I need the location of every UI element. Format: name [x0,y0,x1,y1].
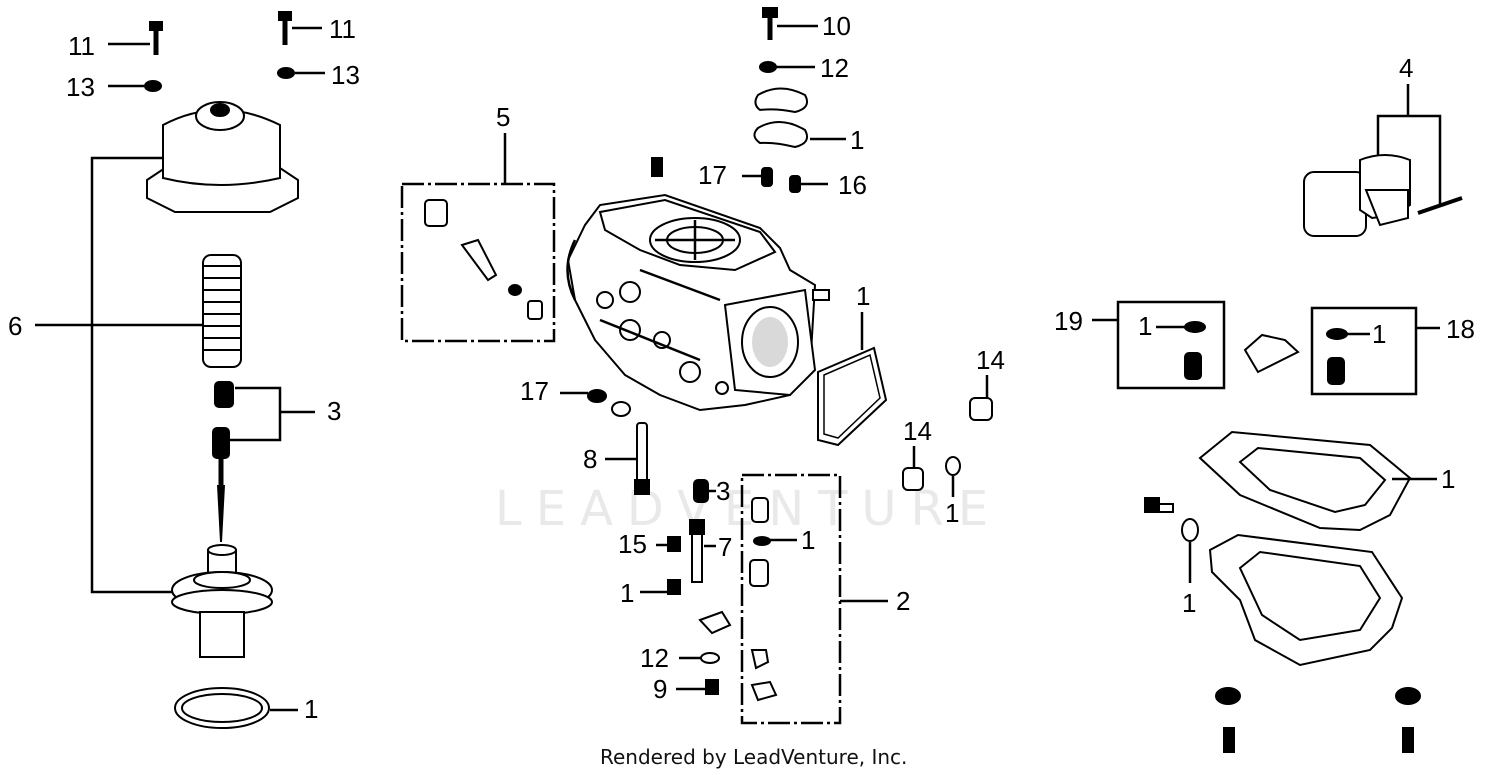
o-ring [174,687,270,729]
callout-6: 6 [8,311,22,341]
float-bowl-gasket [1198,430,1412,532]
callout-3: 3 [716,476,730,506]
jet-3 [693,479,709,503]
spring [202,254,242,368]
kit-box-19 [1116,300,1226,390]
callout-5: 5 [496,102,510,132]
screw-9 [705,679,719,695]
callout-17: 17 [520,376,549,406]
needle-jet-holder-8 [634,422,650,495]
washer-12 [759,61,777,73]
washer-13-left [144,80,162,92]
box-2-parts [749,497,778,702]
callout-1: 1 [304,694,318,724]
valve-spring [1184,352,1202,380]
screw-11-left [149,21,163,55]
callout-2: 2 [896,586,910,616]
callout-9: 9 [653,674,667,704]
callout-11: 11 [329,14,356,44]
bracket [698,610,732,635]
washer-13-right [277,67,295,79]
screw-1 [667,579,681,595]
gasket [753,121,808,149]
callout-12: 12 [640,643,669,673]
kit-box-5 [400,182,556,343]
drain-screw [1144,497,1174,513]
callout-10: 10 [822,11,851,41]
float-valve-parts [424,199,543,320]
screw-15 [667,536,681,552]
callout-1: 1 [1182,588,1196,618]
callout-11: 11 [68,31,95,61]
float-bowl [1208,533,1404,667]
callout-17: 17 [698,160,727,190]
pilot-jet-7 [689,519,705,583]
kit-box-18 [1310,306,1418,396]
callout-16: 16 [838,170,867,200]
plug [611,401,631,417]
cap-14 [902,467,924,491]
diaphragm-cover [146,101,299,213]
callout-1: 1 [850,125,864,155]
jet-16 [789,175,801,193]
callout-1: 1 [620,578,634,608]
callout-13: 13 [66,72,95,102]
screw-10 [762,7,778,40]
cap-14 [969,397,993,421]
footer-credit: Rendered by LeadVenture, Inc. [600,745,907,769]
callout-3: 3 [327,396,341,426]
bowl-screw-left [1215,687,1241,753]
o-ring-small [945,456,961,476]
plate-gasket [754,87,808,114]
bowl-screw-right [1395,687,1421,753]
callout-8: 8 [583,444,597,474]
carburetor-body [566,157,830,412]
valve-spring [1327,357,1345,385]
vacuum-piston [171,544,273,658]
washer-1 [1181,518,1199,542]
callout-13: 13 [331,60,360,90]
callout-18: 18 [1446,314,1475,344]
callout-12: 12 [820,53,849,83]
watermark: LEADVENTURE [495,481,1002,537]
float-4 [1303,154,1463,237]
jet-needle [212,427,230,542]
jet-17-top [761,167,773,187]
callout-19: 19 [1054,306,1083,336]
callout-1: 1 [945,498,959,528]
needle-jet [214,381,234,408]
callout-1: 1 [856,281,870,311]
screw-11-right [278,11,292,45]
callout-1: 1 [801,525,815,555]
callout-14: 14 [903,416,932,446]
kit-box-2 [740,473,842,725]
callout-1: 1 [1372,319,1386,349]
callout-1: 1 [1441,464,1455,494]
choke-bracket [1243,333,1300,374]
callout-7: 7 [718,532,732,562]
jet-17 [587,389,607,403]
washer-12 [700,652,720,664]
float-bowl-gasket [817,346,888,447]
callout-15: 15 [618,529,647,559]
callout-1: 1 [1138,311,1152,341]
callout-14: 14 [976,345,1005,375]
callout-4: 4 [1399,53,1413,83]
